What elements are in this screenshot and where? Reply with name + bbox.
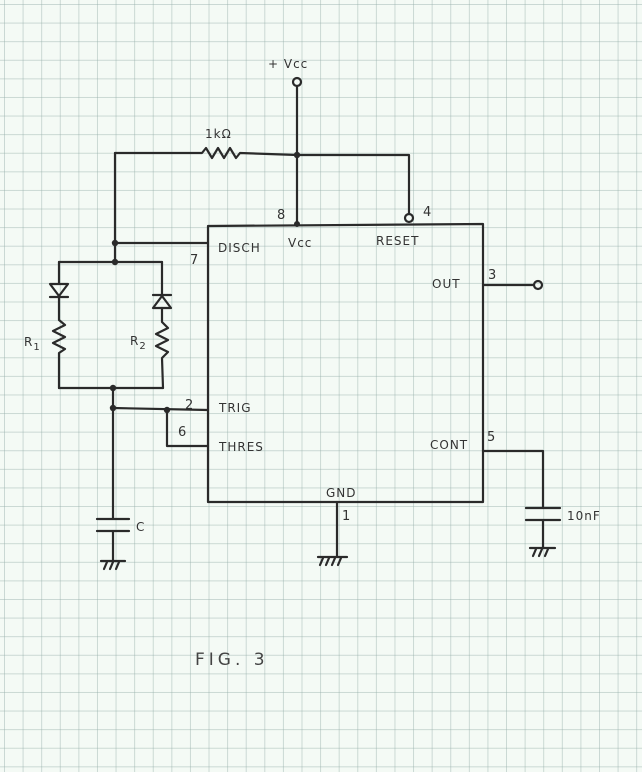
ground-icon bbox=[99, 559, 127, 571]
pin-6-name: THRES bbox=[218, 440, 264, 454]
pin-7-name: DISCH bbox=[218, 241, 261, 255]
pin-4-number: 4 bbox=[423, 205, 431, 220]
resistor-1k-label: 1kΩ bbox=[205, 127, 232, 141]
ic-555-body bbox=[206, 222, 485, 504]
r2-label: R2 bbox=[130, 334, 147, 352]
vcc-supply-label: + Vcc bbox=[268, 57, 308, 71]
pin-8-number: 8 bbox=[277, 208, 285, 223]
ground-icon bbox=[316, 555, 349, 567]
diode-d1-icon bbox=[48, 282, 70, 299]
capacitor-c-label: C bbox=[136, 520, 145, 534]
out-terminal-icon bbox=[532, 279, 544, 291]
pin-5-number: 5 bbox=[487, 430, 495, 445]
capacitor-10nf-icon bbox=[481, 449, 562, 550]
pin-1-number: 1 bbox=[342, 509, 350, 524]
wire-top-rail bbox=[113, 146, 411, 216]
resistor-r1-icon bbox=[51, 295, 67, 390]
pin-2-number: 2 bbox=[185, 398, 193, 413]
diode-d2-icon bbox=[151, 293, 173, 310]
figure-caption: FIG. 3 bbox=[195, 650, 269, 670]
pin-2-name: TRIG bbox=[218, 401, 252, 415]
resistor-r2-icon bbox=[154, 306, 170, 390]
reset-inverter-bubble-icon bbox=[403, 212, 415, 224]
pin-1-name: GND bbox=[326, 486, 357, 500]
vcc-terminal-icon bbox=[291, 76, 303, 88]
pin-5-name: CONT bbox=[430, 438, 468, 452]
ground-icon bbox=[528, 546, 557, 558]
wire-trig bbox=[111, 406, 210, 412]
pin-6-number: 6 bbox=[178, 425, 186, 440]
wire-thres bbox=[165, 408, 210, 448]
pin-4-name: RESET bbox=[376, 234, 419, 248]
r1-label: R1 bbox=[24, 335, 41, 353]
wire-disch bbox=[113, 151, 210, 245]
pin-3-name: OUT bbox=[432, 277, 461, 291]
pin-7-number: 7 bbox=[190, 253, 198, 268]
capacitor-10nf-label: 10nF bbox=[567, 509, 601, 523]
junction-dot bbox=[111, 258, 119, 266]
pin-8-name: Vcc bbox=[288, 236, 312, 250]
pin-3-number: 3 bbox=[488, 268, 496, 283]
capacitor-c-icon bbox=[95, 406, 131, 563]
